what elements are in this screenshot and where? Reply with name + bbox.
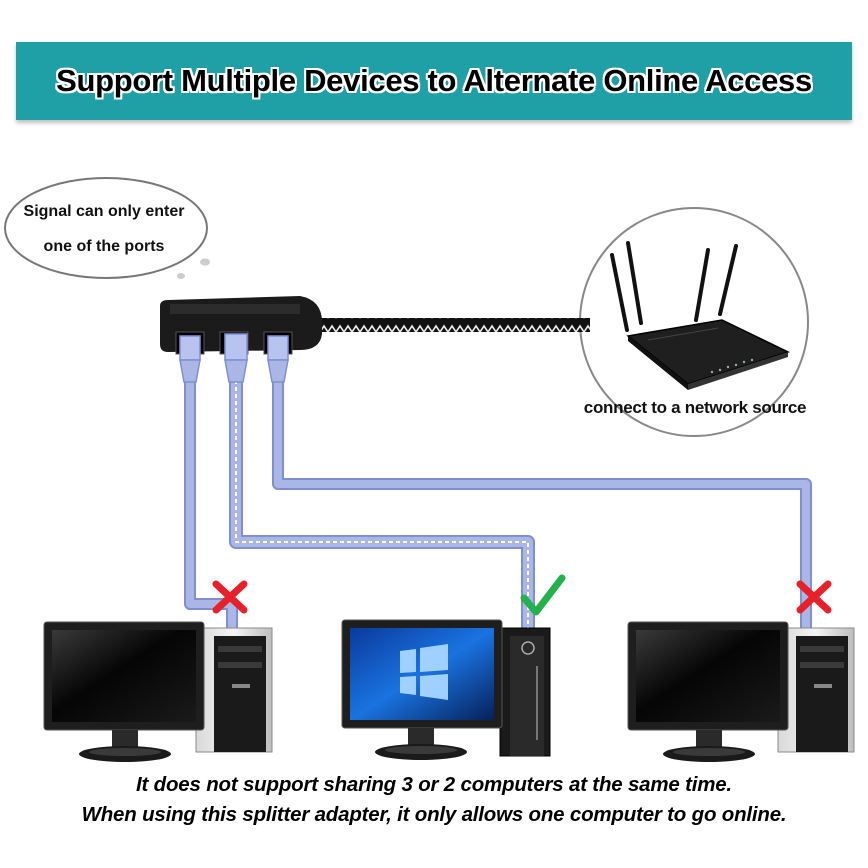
rj45-plugs — [179, 333, 289, 383]
note-line-1: Signal can only enter — [23, 203, 185, 220]
x-mark-icon — [796, 580, 832, 614]
footer-line-1: It does not support sharing 3 or 2 compu… — [136, 773, 732, 796]
computer-left — [43, 621, 273, 762]
title-banner: Support Multiple Devices to Alternate On… — [16, 42, 852, 120]
page-title: Support Multiple Devices to Alternate On… — [56, 63, 812, 98]
cables — [184, 380, 812, 632]
note-line-2: one of the ports — [43, 238, 165, 255]
footer-line-2: When using this splitter adapter, it onl… — [81, 803, 787, 826]
footer-note: It does not support sharing 3 or 2 compu… — [0, 770, 868, 830]
note-bubble — [4, 177, 210, 279]
router-caption: connect to a network source — [583, 398, 807, 417]
braided-cable — [300, 318, 590, 332]
computer-right — [627, 621, 855, 762]
x-mark-icon — [212, 580, 248, 614]
check-mark-icon — [520, 574, 566, 616]
router-illustration — [579, 207, 809, 437]
note-bubble-text: Signal can only enter one of the ports — [4, 194, 204, 264]
computer-middle — [341, 619, 551, 760]
